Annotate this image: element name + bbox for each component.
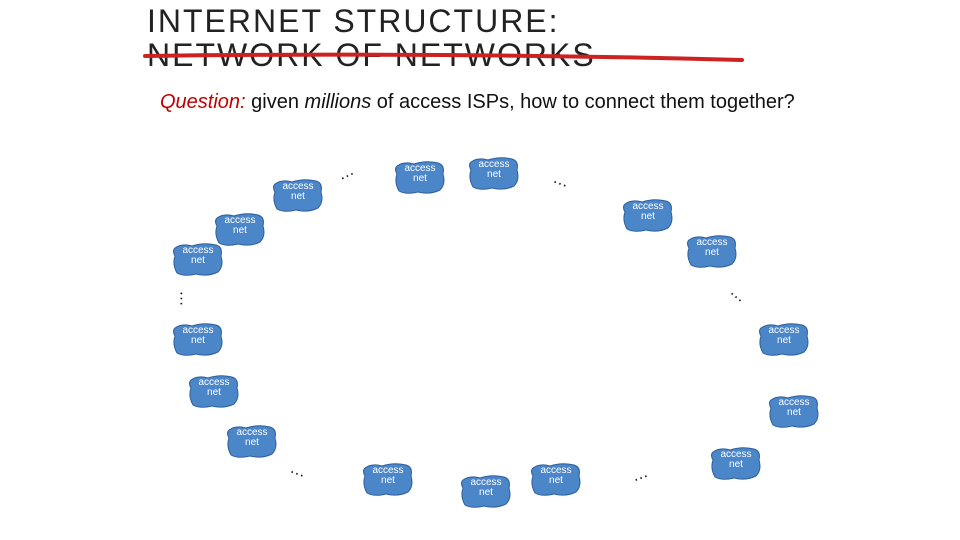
access-net-label-line2: net — [641, 211, 655, 222]
access-net-label-line2: net — [245, 437, 259, 448]
ellipsis-gap: … — [726, 282, 751, 307]
question-emphasis: millions — [304, 91, 372, 113]
access-net-label-line1: access — [404, 163, 436, 174]
access-net-label-line1: access — [696, 237, 728, 248]
access-net-label-line1: access — [282, 181, 314, 192]
title-line-1: INTERNET STRUCTURE: — [147, 3, 560, 39]
ellipsis-gap: … — [287, 459, 310, 482]
access-net-label-line1: access — [632, 201, 664, 212]
access-net-label-line2: net — [479, 487, 493, 498]
access-net-label-line2: net — [191, 335, 205, 346]
title-strike-line — [143, 52, 744, 62]
ellipsis-gap: … — [550, 169, 573, 192]
access-net-label-line2: net — [705, 247, 719, 258]
access-net-label-line1: access — [478, 159, 510, 170]
access-net-label-line2: net — [233, 225, 247, 236]
access-net-label-line1: access — [768, 325, 800, 336]
access-net-label-line2: net — [777, 335, 791, 346]
access-net-label-line1: access — [470, 477, 502, 488]
access-net-label-line2: net — [549, 475, 563, 486]
access-net-label-line2: net — [381, 475, 395, 486]
access-net-label-line1: access — [236, 427, 268, 438]
access-net-label-line2: net — [207, 387, 221, 398]
question-label: Question: — [160, 91, 246, 113]
access-net-label-line2: net — [413, 173, 427, 184]
access-net-label-line1: access — [372, 465, 404, 476]
access-net-label-line2: net — [487, 169, 501, 180]
access-net-label-line2: net — [787, 407, 801, 418]
access-net-label-line1: access — [778, 397, 810, 408]
ellipsis-gap: … — [176, 290, 194, 308]
access-net-label-line1: access — [198, 377, 230, 388]
access-net-label-line1: access — [224, 215, 256, 226]
ellipsis-gap: … — [629, 463, 652, 486]
access-net-label-line2: net — [291, 191, 305, 202]
access-net-label-line1: access — [720, 449, 752, 460]
access-net-label-line1: access — [540, 465, 572, 476]
access-net-label-line1: access — [182, 325, 214, 336]
access-net-label-line1: access — [182, 245, 214, 256]
access-net-label-line2: net — [729, 459, 743, 470]
ellipsis-gap: … — [334, 161, 358, 184]
access-net-label-line2: net — [191, 255, 205, 266]
question-text: Question: given millions of access ISPs,… — [160, 91, 795, 113]
